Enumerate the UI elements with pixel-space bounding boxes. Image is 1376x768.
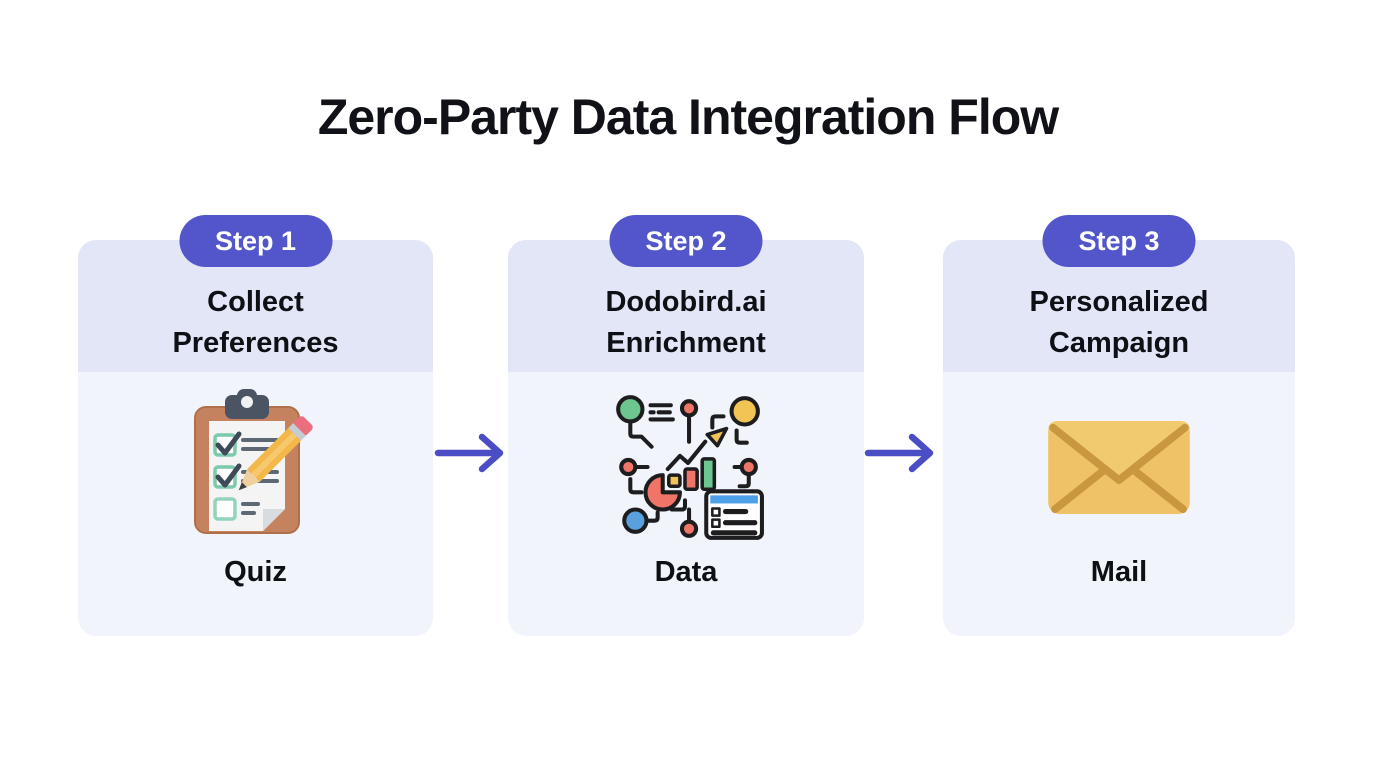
clipboard-checklist-pencil-icon — [181, 380, 331, 554]
step-badge-3: Step 3 — [1042, 215, 1196, 267]
step-heading-line: Personalized — [1029, 286, 1209, 318]
step-heading-line: Enrichment — [606, 327, 766, 359]
page-title: Zero-Party Data Integration Flow — [317, 89, 1059, 145]
step-body-2: Data — [508, 372, 864, 636]
envelope-icon — [1046, 380, 1192, 554]
step-heading-line: Campaign — [1048, 327, 1190, 359]
step-badge-2: Step 2 — [609, 215, 763, 267]
right-arrow-icon — [434, 433, 504, 473]
step-card-1: Step 1 Collect Preferences — [78, 215, 433, 636]
step-heading-line: Collect — [207, 286, 304, 318]
right-arrow-icon — [864, 433, 934, 473]
step-label-3: Mail — [1090, 556, 1148, 588]
step-badge-1: Step 1 — [178, 215, 333, 267]
step-body-1: Quiz — [78, 372, 433, 636]
step-card-2: Step 2 Dodobird.ai Enrichment — [508, 215, 864, 636]
step-card-3: Step 3 Personalized Campaign Mail — [943, 215, 1295, 636]
step-body-3: Mail — [943, 372, 1295, 636]
step-label-2: Data — [654, 556, 718, 588]
data-network-icon — [605, 380, 767, 554]
step-heading-line: Preferences — [172, 327, 339, 359]
step-heading-line: Dodobird.ai — [605, 286, 767, 318]
step-label-1: Quiz — [224, 556, 287, 588]
